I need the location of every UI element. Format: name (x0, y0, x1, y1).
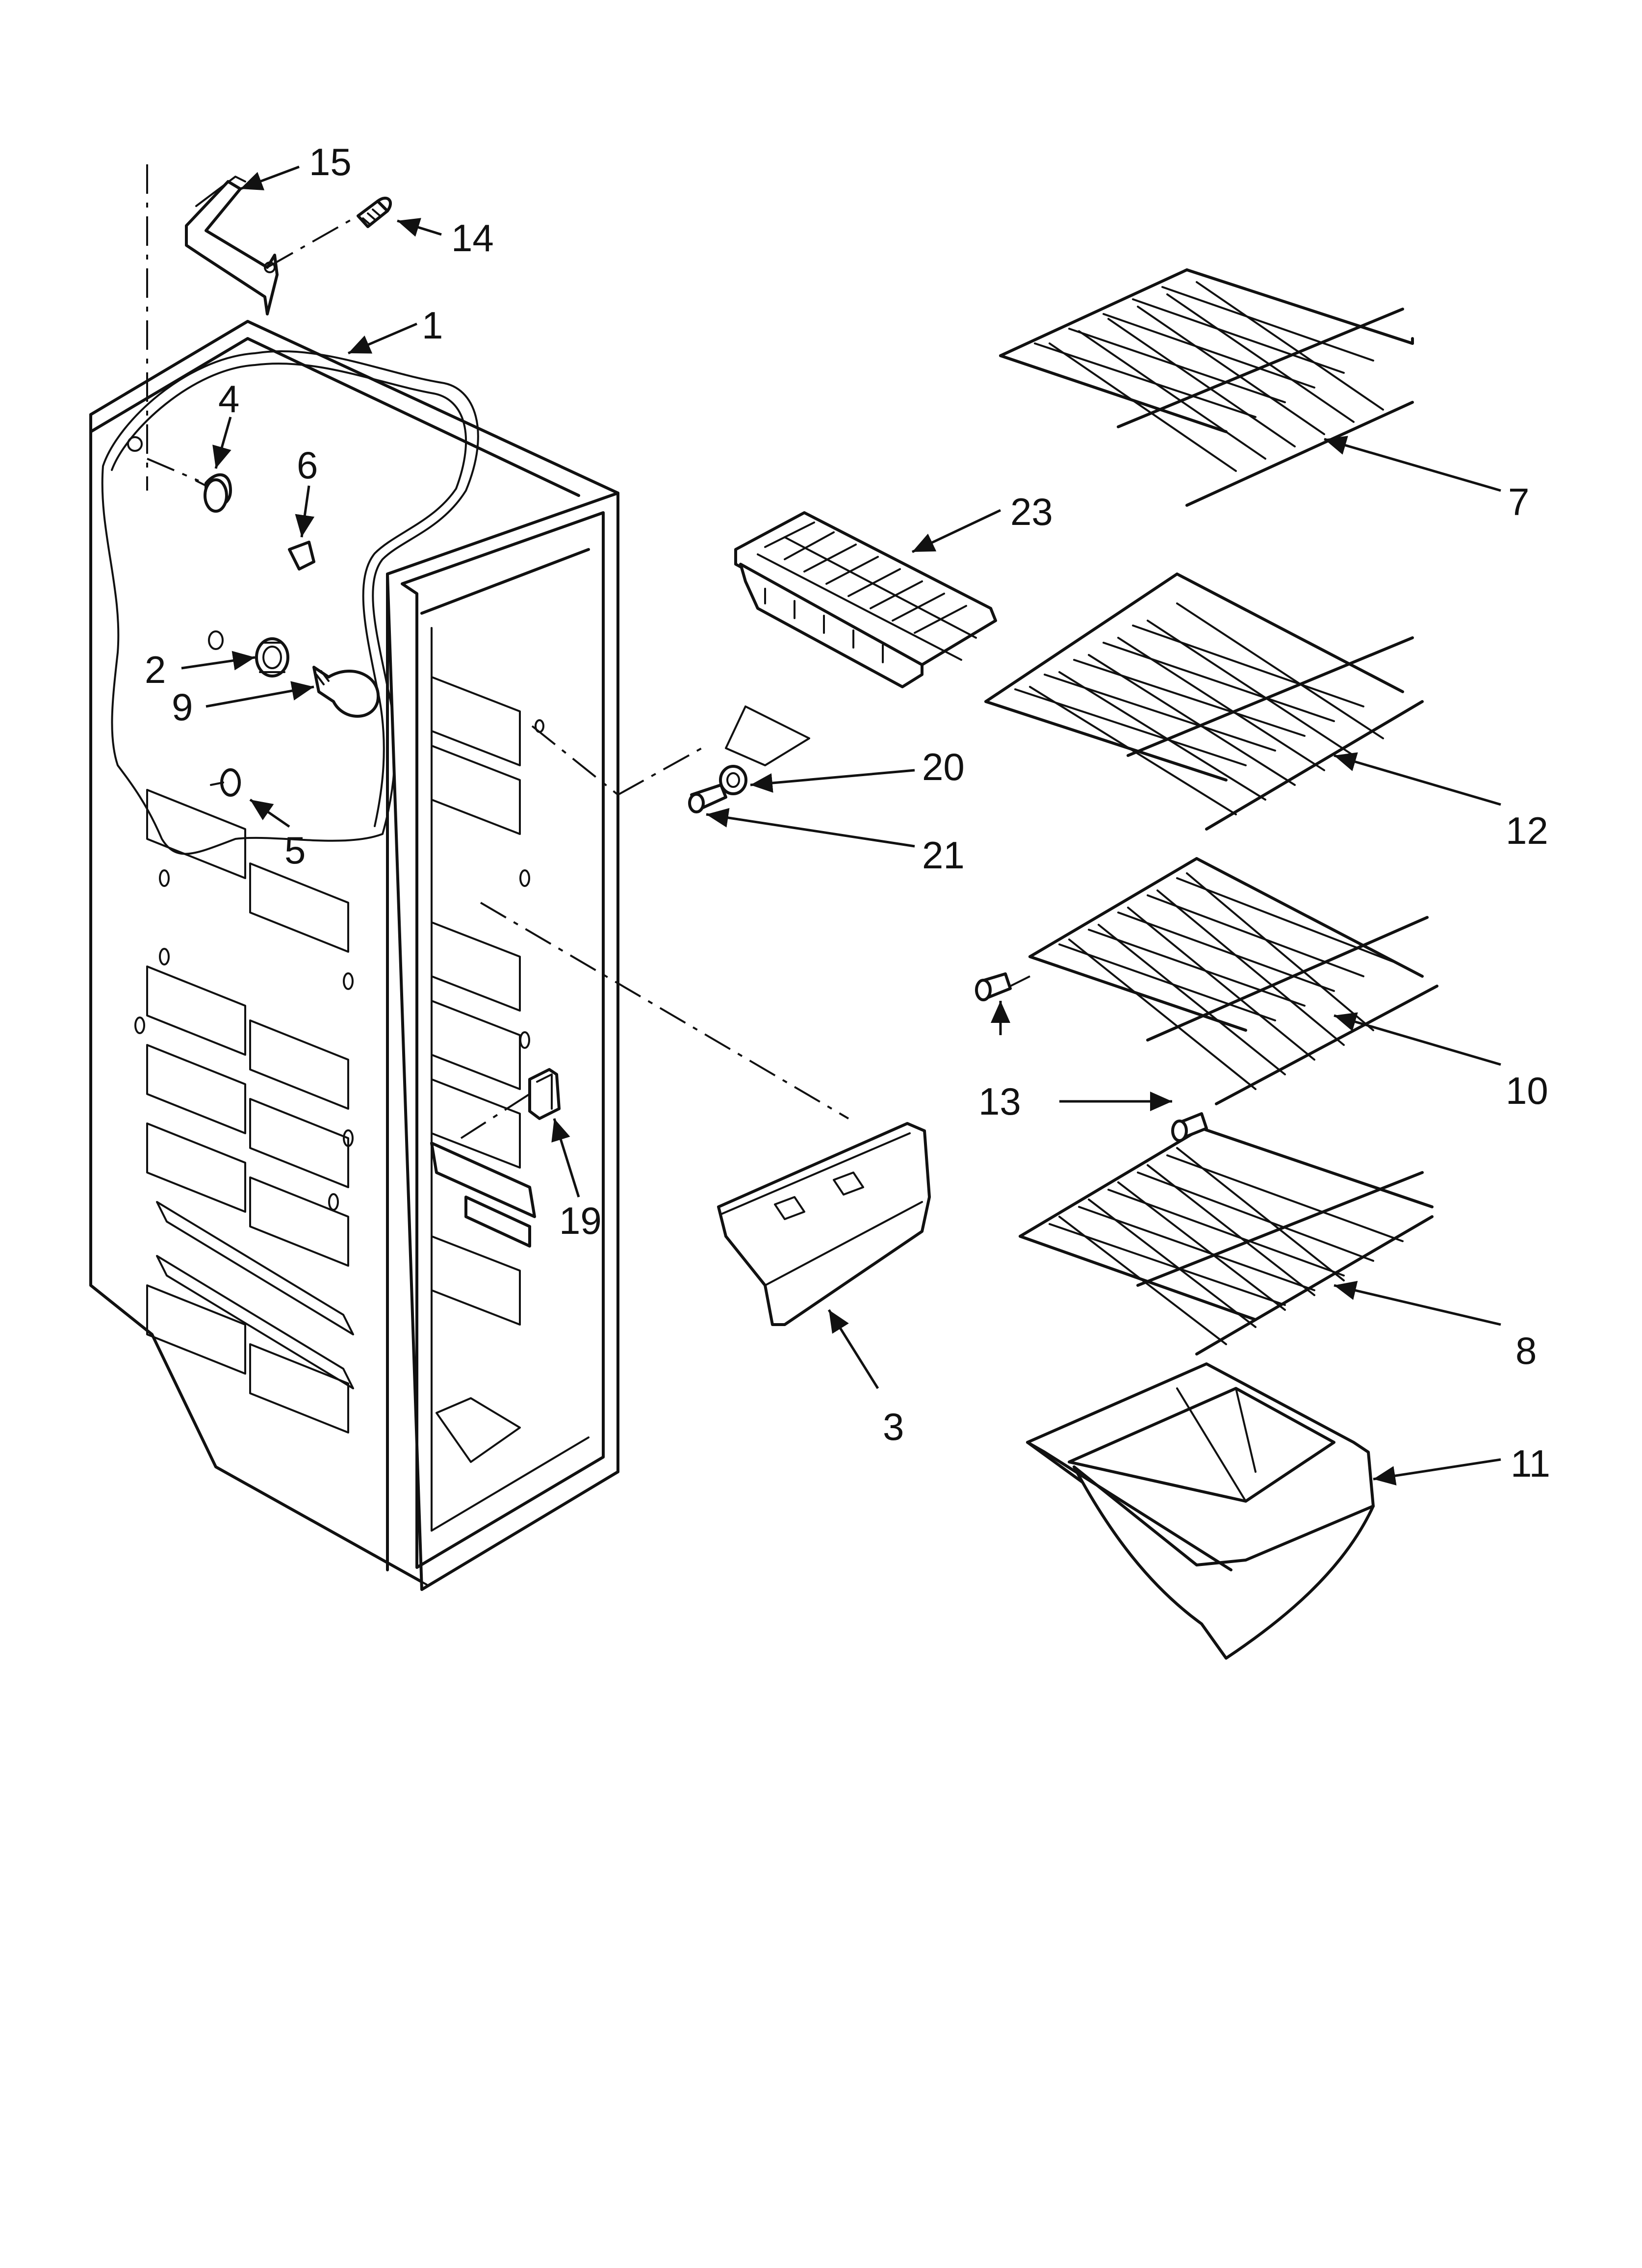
callout-21: 21 (922, 834, 965, 877)
callout-10: 10 (1506, 1069, 1548, 1112)
callout-1: 1 (422, 304, 443, 347)
callout-3: 3 (883, 1405, 904, 1448)
stud-part-21 (688, 783, 727, 813)
liner-assembly (89, 320, 619, 1591)
callout-15: 15 (309, 140, 352, 183)
callout-19: 19 (559, 1199, 602, 1242)
callout-2: 2 (145, 648, 166, 691)
switch-part-19 (528, 1068, 561, 1120)
clip-part-6 (288, 541, 315, 571)
leader-lines (181, 165, 1501, 1486)
callout-8: 8 (1515, 1329, 1537, 1372)
callout-13: 13 (978, 1080, 1021, 1123)
right-wall-slots (431, 676, 521, 1326)
button-part-13-lower (1171, 1112, 1208, 1142)
callout-12: 12 (1506, 809, 1548, 852)
callout-20: 20 (922, 745, 965, 788)
socket-part-2 (208, 630, 289, 678)
plug-part-5 (210, 768, 241, 797)
left-wall-slots (146, 789, 354, 1434)
ice-tray-part-23 (734, 511, 997, 688)
callout-11: 11 (1511, 1442, 1550, 1485)
button-part-13-upper (975, 972, 1012, 1001)
wire-shelf-part-10 (1028, 857, 1438, 1105)
callout-labels: 15 14 1 4 6 2 9 5 19 20 21 23 3 7 12 10 … (145, 140, 1550, 1485)
callout-4: 4 (218, 377, 239, 420)
screw-part-14 (357, 197, 392, 228)
callout-5: 5 (284, 829, 306, 872)
bracket-part-15 (185, 176, 279, 315)
shelf-support-part-3 (717, 1122, 931, 1326)
wall-holes (134, 719, 544, 1211)
bin-part-11 (1026, 1362, 1375, 1660)
callout-9: 9 (172, 685, 193, 729)
wire-shelf-part-8 (1019, 1127, 1434, 1356)
bushing-part-20 (719, 765, 747, 795)
knob-part-4 (195, 473, 232, 513)
wire-shelf-part-7 (999, 268, 1414, 507)
callout-14: 14 (451, 216, 494, 260)
callout-6: 6 (297, 443, 318, 487)
callout-23: 23 (1010, 490, 1053, 533)
wire-shelf-part-12 (984, 573, 1424, 831)
callout-7: 7 (1508, 480, 1529, 523)
bulb-part-9 (312, 666, 380, 718)
